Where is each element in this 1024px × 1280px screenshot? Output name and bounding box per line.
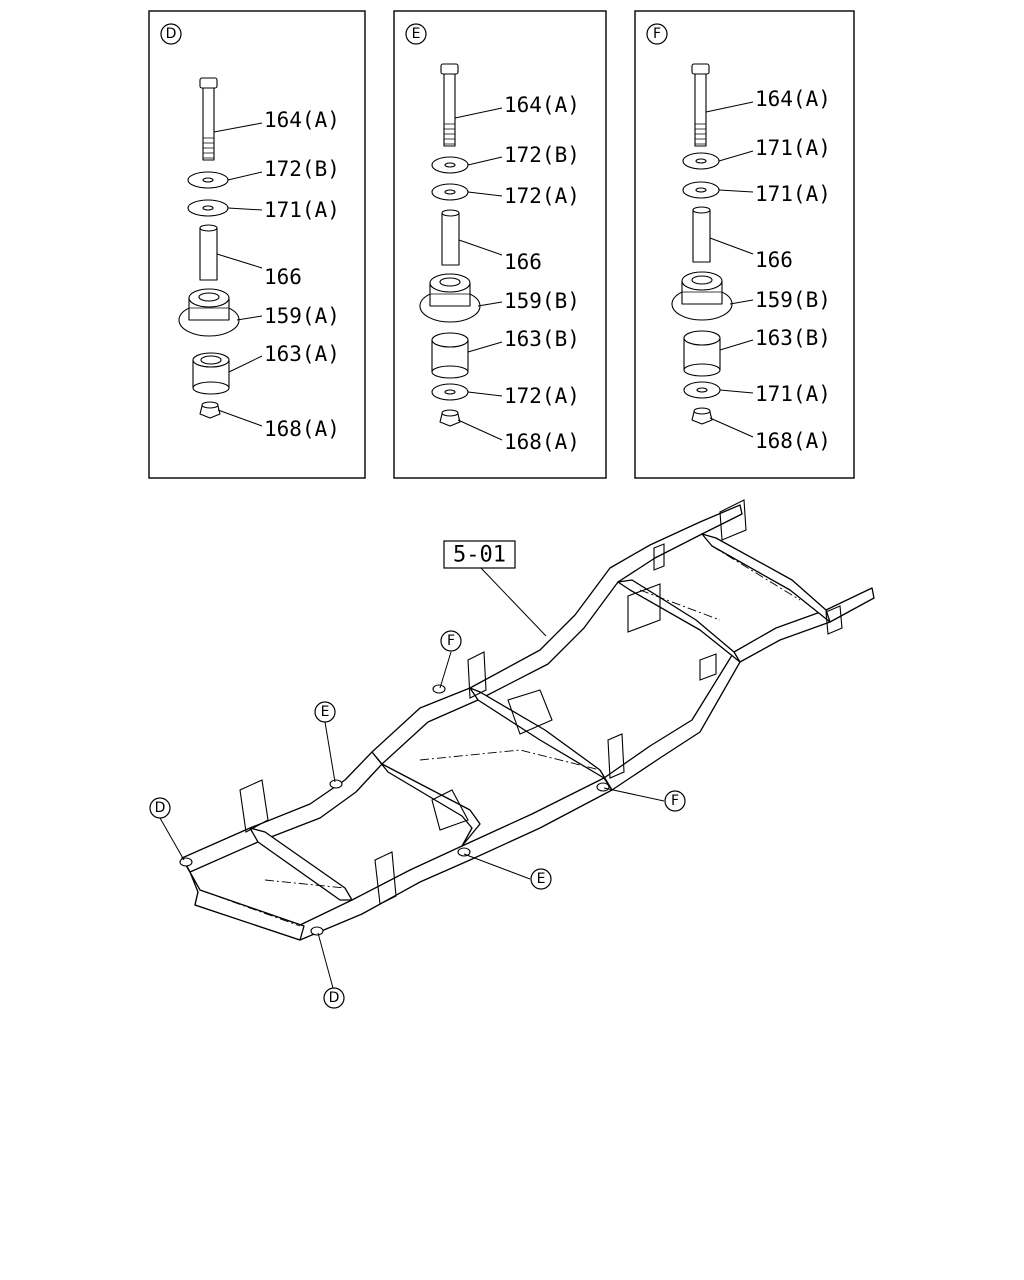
- callout-e: E: [314, 701, 336, 723]
- svg-text:5-01: 5-01: [453, 543, 506, 568]
- part-label: 172(B): [264, 157, 340, 181]
- panel-e-id-badge: E: [405, 23, 427, 45]
- body-mount-point: [457, 847, 471, 857]
- part-label: 172(A): [504, 184, 580, 208]
- part-label: 159(A): [264, 304, 340, 328]
- svg-text:F: F: [671, 793, 679, 809]
- part-label: 159(B): [755, 288, 831, 312]
- part-label: 171(A): [264, 198, 340, 222]
- collar-part: [199, 224, 218, 281]
- svg-text:E: E: [321, 704, 330, 720]
- body-mount-point: [596, 782, 610, 792]
- svg-text:F: F: [653, 26, 661, 42]
- panel-f-border: [634, 10, 855, 479]
- part-label: 166: [755, 248, 793, 272]
- part-label: 164(A): [504, 93, 580, 117]
- bolt-part: [199, 77, 218, 161]
- part-label: 164(A): [264, 108, 340, 132]
- svg-text:D: D: [329, 990, 340, 1006]
- callout-d: D: [149, 797, 171, 819]
- crossmember: [371, 751, 481, 847]
- body-mount-point: [179, 857, 193, 867]
- washer-part: [682, 181, 720, 199]
- front-crossmember: [181, 857, 305, 941]
- washer-part: [187, 171, 229, 189]
- callout-f: F: [664, 790, 686, 812]
- svg-text:F: F: [447, 633, 455, 649]
- washer-part: [683, 381, 721, 399]
- panel-d: D: [148, 10, 366, 479]
- part-label: 172(A): [504, 384, 580, 408]
- part-label: 171(A): [755, 382, 831, 406]
- panel-f-id-badge: F: [646, 23, 668, 45]
- crossmember: [701, 533, 831, 623]
- body-mount-point: [432, 684, 446, 694]
- part-label: 163(B): [755, 326, 831, 350]
- lower-rubber-part: [683, 330, 721, 377]
- body-mount-point: [329, 779, 343, 789]
- mount-rubber-part: [419, 273, 481, 323]
- crossmember: [617, 579, 741, 663]
- body-mount-point: [310, 926, 324, 936]
- lower-rubber-part: [192, 352, 230, 395]
- washer-part: [682, 152, 720, 170]
- nut-part: [439, 409, 461, 427]
- nut-part: [691, 407, 713, 425]
- part-label: 171(A): [755, 136, 831, 160]
- washer-part: [431, 383, 469, 401]
- part-label: 163(A): [264, 342, 340, 366]
- mount-rubber-part: [671, 271, 733, 321]
- washer-part: [431, 156, 469, 174]
- panel-e: E: [393, 10, 607, 479]
- callout-e: E: [530, 868, 552, 890]
- part-label: 168(A): [504, 430, 580, 454]
- callout-d: D: [323, 987, 345, 1009]
- right-side-rail: [194, 587, 875, 941]
- svg-text:E: E: [412, 26, 421, 42]
- nut-part: [199, 401, 221, 419]
- crossmember: [249, 827, 353, 901]
- panel-f: F: [634, 10, 855, 479]
- collar-part: [441, 209, 460, 266]
- panel-d-id-badge: D: [160, 23, 182, 45]
- svg-text:D: D: [166, 26, 177, 42]
- washer-part: [431, 183, 469, 201]
- callout-f: F: [440, 630, 462, 652]
- part-label: 159(B): [504, 289, 580, 313]
- part-label: 168(A): [755, 429, 831, 453]
- part-label: 171(A): [755, 182, 831, 206]
- bolt-part: [440, 63, 459, 147]
- crossmember: [469, 687, 613, 791]
- svg-text:D: D: [155, 800, 166, 816]
- mount-rubber-part: [178, 288, 240, 337]
- part-label: 166: [264, 265, 302, 289]
- part-label: 172(B): [504, 143, 580, 167]
- lower-rubber-part: [431, 332, 469, 379]
- washer-part: [187, 199, 229, 217]
- part-label: 164(A): [755, 87, 831, 111]
- reference-number: 5-01: [443, 540, 516, 569]
- part-label: 168(A): [264, 417, 340, 441]
- collar-part: [692, 206, 711, 263]
- bolt-part: [691, 63, 710, 147]
- chassis-frame: [179, 499, 875, 941]
- part-label: 166: [504, 250, 542, 274]
- left-side-rail: [181, 504, 743, 873]
- part-label: 163(B): [504, 327, 580, 351]
- panel-d-border: [148, 10, 366, 479]
- panel-e-border: [393, 10, 607, 479]
- svg-text:E: E: [537, 871, 546, 887]
